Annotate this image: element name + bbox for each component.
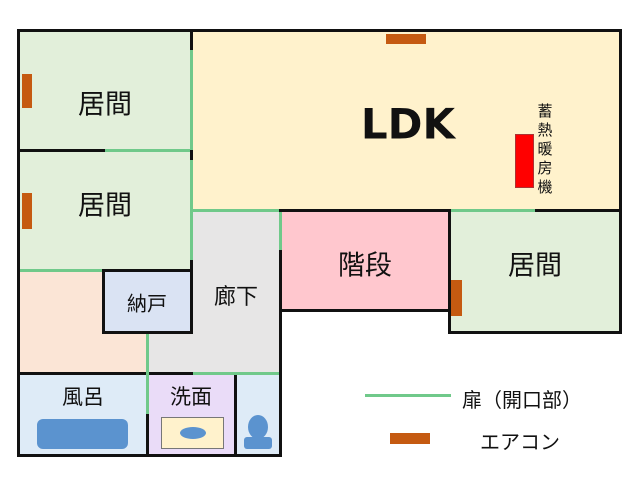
heater [515,134,534,188]
stairs-label: 階段 [338,250,392,282]
living-room-2-label: 居間 [78,190,132,222]
legend-ac-mark [390,433,430,444]
ldk-room [190,29,622,212]
legend-ac-label: エアコン [480,430,560,454]
corridor-label: 廊下 [213,285,259,310]
door [105,149,190,152]
corridor-extension [148,330,193,372]
door [190,50,193,150]
door [193,209,279,212]
air-conditioner [386,34,426,44]
legend-door-line [365,394,451,397]
ldk-label: LDK [360,99,456,149]
legend-door-label: 扉（開口部） [462,388,582,412]
bath-label: 風呂 [62,385,104,409]
air-conditioner [22,193,32,229]
storage-label: 納戸 [127,291,167,316]
sink-icon [161,417,224,449]
living-room-3 [448,209,622,334]
bathtub-icon [37,419,128,449]
left-outer-wall [17,29,20,457]
air-conditioner [451,280,462,316]
door [193,372,279,375]
door [279,212,282,250]
heater-label: 蓄 熱 暖 房 機 [537,102,553,196]
stairs [279,209,451,312]
air-conditioner [22,74,32,108]
toilet-icon [244,415,272,450]
door [20,269,102,272]
living-room-3-label: 居間 [508,250,562,282]
living-room-1-label: 居間 [78,89,132,121]
door [451,209,535,212]
door [146,334,149,414]
door [190,160,193,260]
washroom-label: 洗面 [170,385,212,409]
storage-room [102,269,193,334]
